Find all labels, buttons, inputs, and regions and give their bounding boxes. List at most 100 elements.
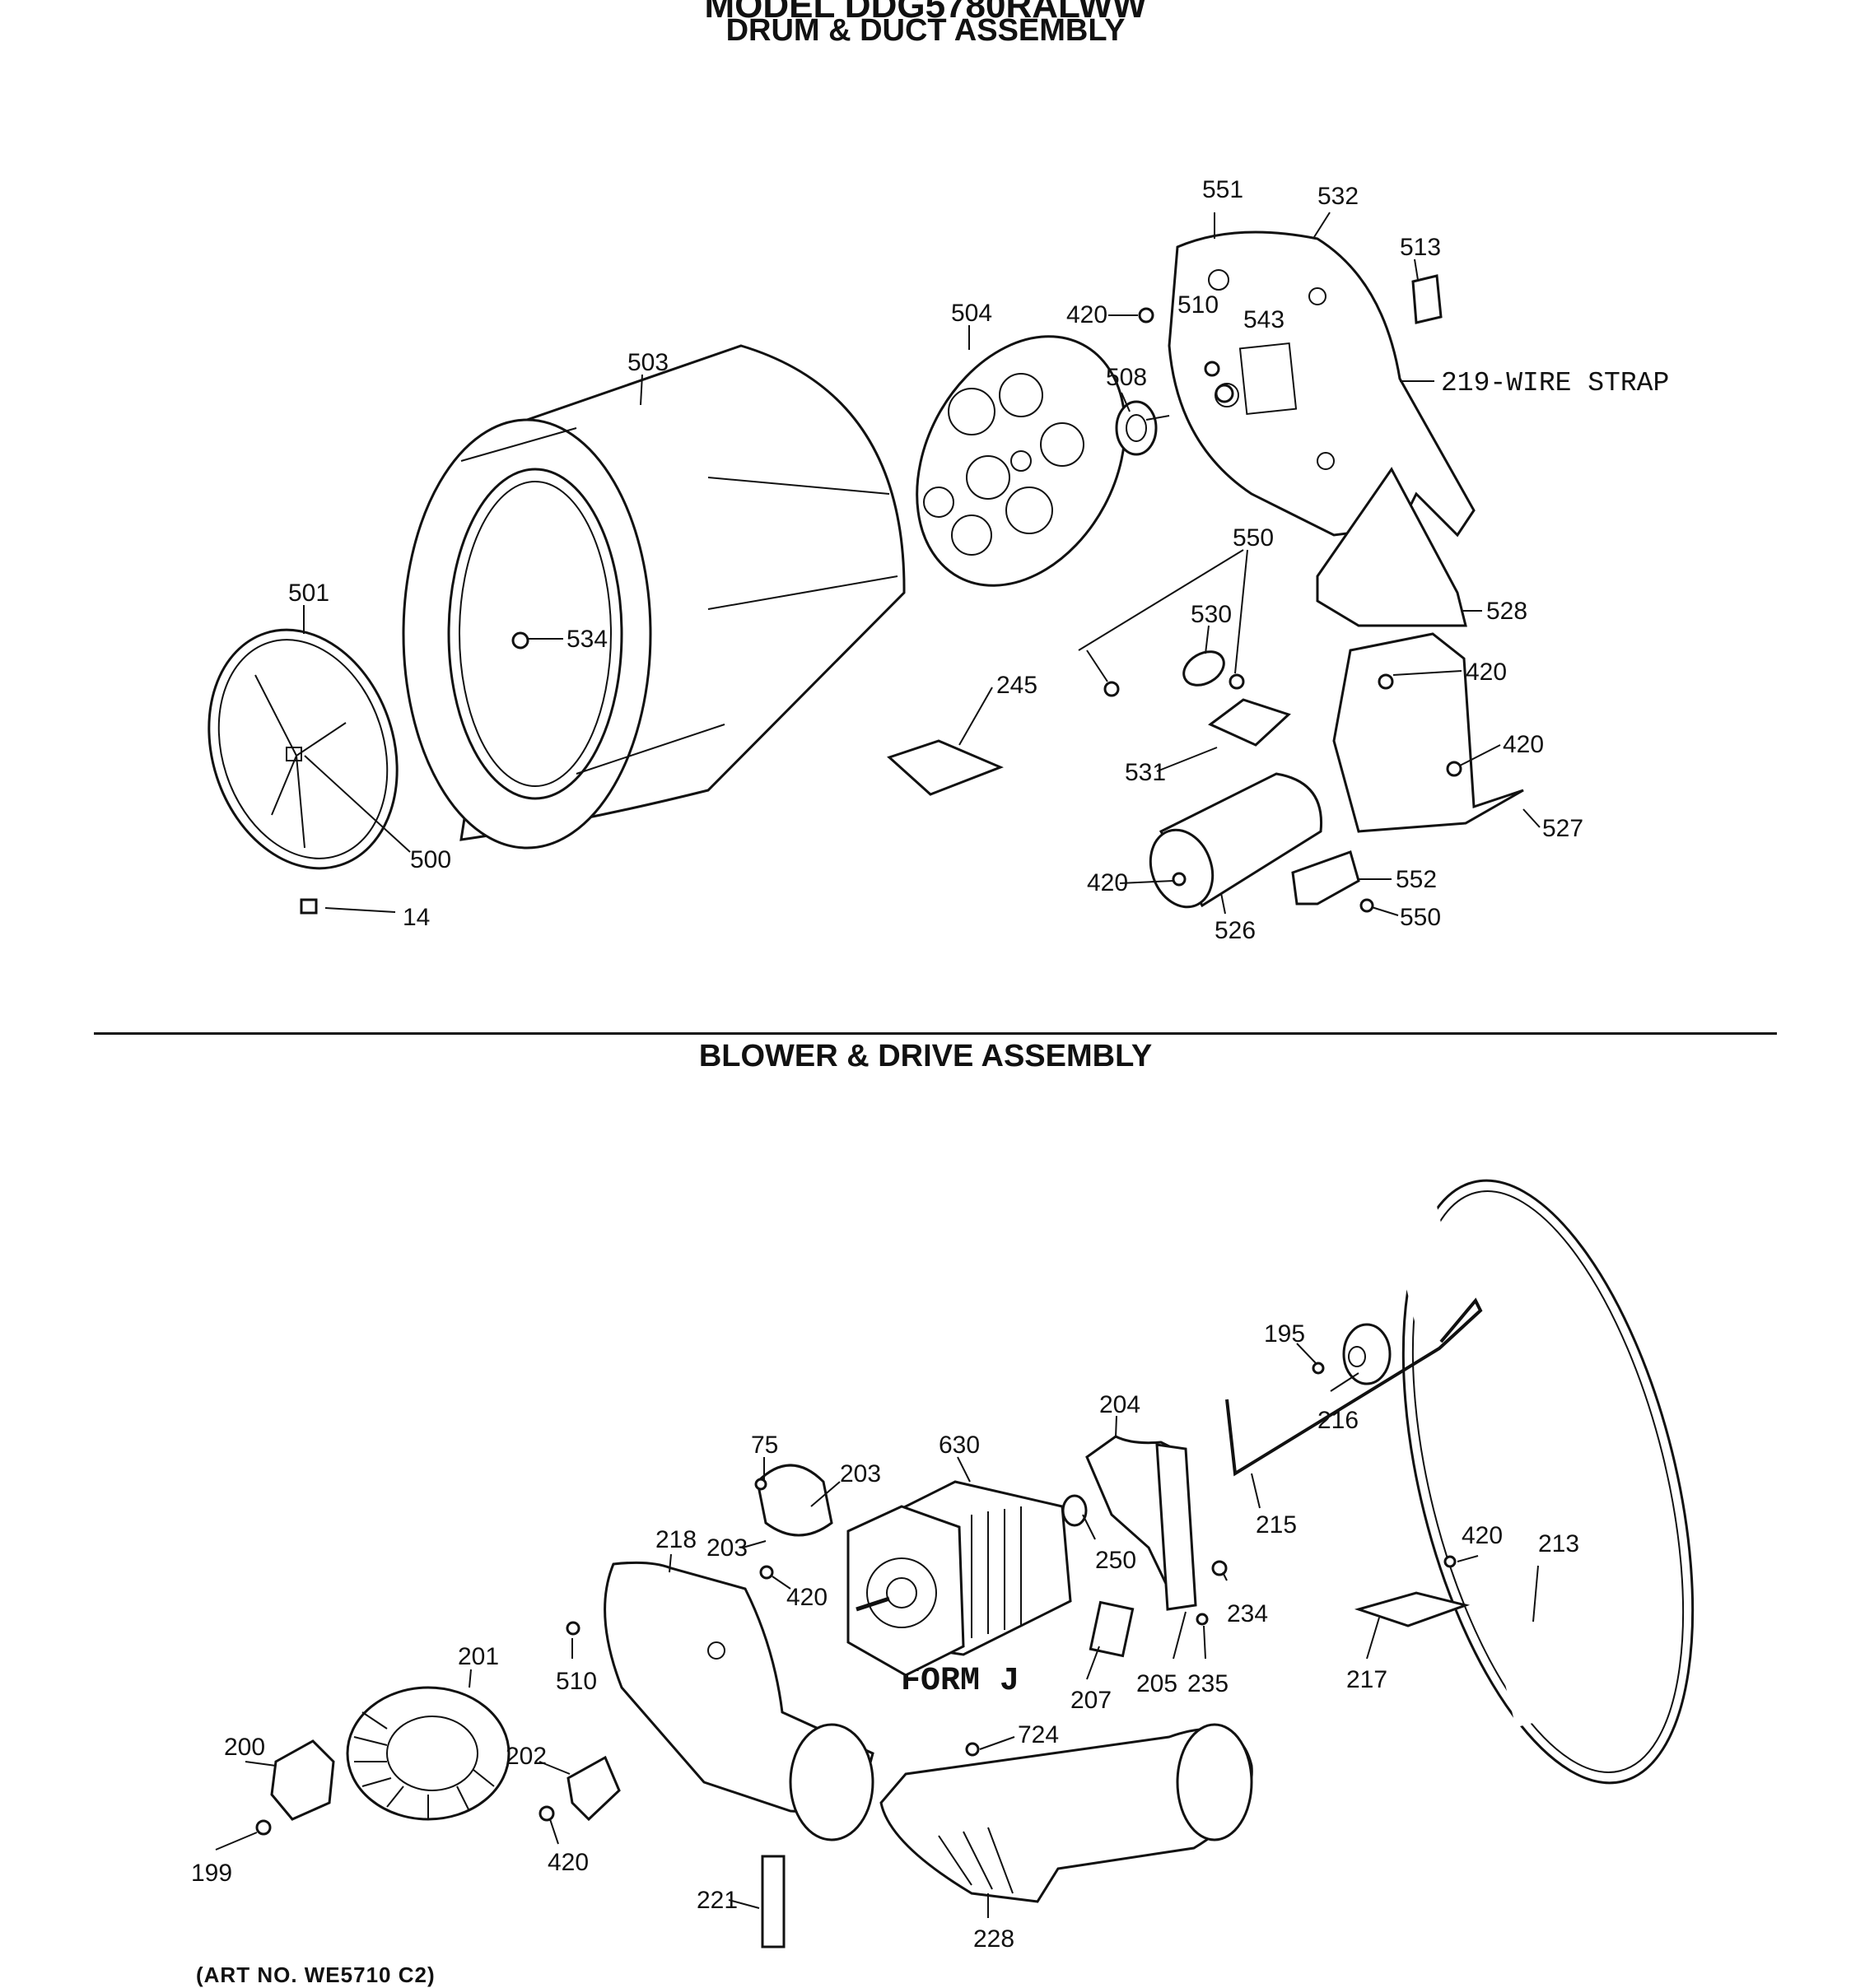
idler-arm-215 [1225, 1297, 1483, 1477]
screw-199 [255, 1819, 272, 1836]
drum-rear-panel-504 [916, 335, 1126, 587]
drum-callout-420b: 420 [1466, 659, 1507, 686]
drum-callout-552: 552 [1396, 866, 1437, 893]
blower-callout-203b: 203 [706, 1534, 748, 1562]
drum-callout-531: 531 [1125, 759, 1166, 786]
blower-callout-203a: 203 [840, 1460, 881, 1488]
drum-part-503 [402, 344, 906, 850]
heater-526 [1149, 772, 1323, 909]
blower-callout-420g: 420 [548, 1849, 589, 1876]
clamp-203 [756, 1464, 833, 1537]
drum-callout-503: 503 [627, 349, 669, 376]
blower-callout-221: 221 [697, 1887, 738, 1914]
drum-callout-527: 527 [1542, 815, 1583, 842]
blower-callout-630: 630 [939, 1432, 980, 1459]
drum-callout-510a: 510 [1177, 291, 1219, 319]
blower-callout-228: 228 [973, 1925, 1014, 1953]
part-245-pad [887, 739, 1004, 796]
blower-leader-lines [215, 1343, 1539, 1918]
blower-drive-section-title: BLOWER & DRIVE ASSEMBLY [698, 1039, 1153, 1073]
nut-234 [1211, 1560, 1228, 1576]
blower-callout-215: 215 [1256, 1511, 1297, 1539]
blower-callout-205: 205 [1136, 1670, 1177, 1697]
screw-550a [1103, 681, 1120, 697]
screw-420f [759, 1565, 774, 1580]
rear-duct-panel-551 [1168, 230, 1476, 538]
seal-221 [761, 1855, 786, 1948]
drum-callout-550b: 550 [1400, 904, 1441, 931]
nut-195 [1312, 1362, 1325, 1375]
drum-callout-532: 532 [1317, 183, 1359, 210]
blower-bracket-200 [270, 1739, 335, 1821]
drum-callout-501: 501 [288, 580, 329, 607]
drum-callout-543: 543 [1243, 306, 1285, 333]
screw-543 [1215, 384, 1234, 403]
screw-420b [1378, 673, 1394, 690]
exhaust-duct-228 [879, 1723, 1253, 1903]
drum-callout-500: 500 [410, 846, 451, 873]
blower-callout-420e: 420 [1462, 1522, 1503, 1549]
screw-420g [539, 1805, 555, 1822]
blower-callout-420f: 420 [786, 1584, 828, 1611]
blower-callout-75: 75 [751, 1432, 778, 1459]
lint-duct-528 [1316, 467, 1467, 627]
part-202 [566, 1755, 621, 1822]
motor-bracket-205 [1155, 1443, 1197, 1611]
blower-callout-235: 235 [1187, 1670, 1229, 1697]
screw-235 [1196, 1613, 1209, 1626]
drum-callout-528: 528 [1486, 598, 1527, 625]
part-14 [300, 898, 318, 915]
drum-callout-420a: 420 [1066, 301, 1107, 328]
blower-callout-202: 202 [506, 1743, 547, 1770]
thermostat-530 [1182, 650, 1225, 687]
drum-belt-213 [1388, 1179, 1695, 1785]
switch-207 [1089, 1600, 1135, 1658]
part-552 [1291, 850, 1360, 906]
motor-630 [846, 1480, 1072, 1677]
motor-pulley-250 [1061, 1494, 1088, 1527]
drum-leader-lines [303, 212, 1541, 916]
screw-420e [1443, 1555, 1457, 1568]
blower-callout-200: 200 [224, 1734, 265, 1761]
blower-wheel-201 [346, 1686, 511, 1821]
drum-callout-245: 245 [996, 672, 1037, 699]
drum-callout-550a: 550 [1233, 524, 1274, 552]
bracket-217 [1354, 1591, 1471, 1627]
screw-510b [566, 1621, 580, 1636]
drum-callout-14: 14 [403, 904, 430, 931]
screw-420d [1172, 872, 1187, 887]
idler-pulley-216 [1342, 1323, 1392, 1385]
blower-callout-216: 216 [1317, 1407, 1359, 1434]
blower-callout-213: 213 [1538, 1530, 1579, 1557]
blower-callout-195: 195 [1264, 1320, 1305, 1348]
drum-callout-526: 526 [1215, 917, 1256, 944]
blower-callout-510b: 510 [556, 1668, 597, 1695]
screw-420c [1446, 761, 1462, 777]
blower-housing-218 [604, 1561, 874, 1841]
drum-callout-508: 508 [1106, 364, 1147, 391]
drum-callout-513: 513 [1400, 234, 1441, 261]
section-divider [94, 1032, 1777, 1035]
model-title: MODEL DDG5780RALWW [704, 0, 1147, 26]
drum-callout-420d: 420 [1087, 869, 1128, 896]
drum-duct-section-title: DRUM & DUCT ASSEMBLY [725, 13, 1126, 48]
drum-callout-labels: 551 532 513 420 510 543 504 508 219-WIRE STRAP 50… [288, 176, 1669, 944]
drum-callout-420c: 420 [1503, 731, 1544, 758]
blower-callout-724: 724 [1018, 1721, 1059, 1748]
drum-callout-530: 530 [1191, 601, 1232, 628]
front-ring-501 [207, 628, 399, 870]
drum-callout-219: 219-WIRE STRAP [1441, 368, 1669, 398]
drum-callout-551: 551 [1202, 176, 1243, 203]
blower-callout-207: 207 [1070, 1687, 1112, 1714]
bearing-508 [1115, 400, 1170, 456]
screw-534 [511, 631, 529, 649]
blower-callout-234: 234 [1227, 1600, 1268, 1627]
screw-75 [754, 1478, 767, 1491]
bracket-513 [1411, 274, 1443, 324]
screw-510a [1204, 361, 1220, 377]
blower-callout-201: 201 [458, 1643, 499, 1670]
drum-callout-504: 504 [951, 300, 992, 327]
blower-callout-204: 204 [1099, 1391, 1140, 1418]
